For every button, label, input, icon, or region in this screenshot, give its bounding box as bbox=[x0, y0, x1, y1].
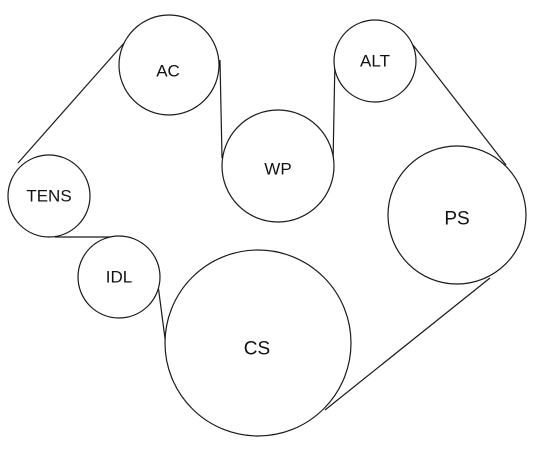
pulley-ps-label: PS bbox=[444, 209, 469, 230]
pulley-idl-label: IDL bbox=[106, 268, 132, 287]
pulley-idl: IDL bbox=[77, 235, 161, 319]
pulley-wp: WP bbox=[221, 109, 335, 223]
belt-segment-tens-ac bbox=[17, 41, 126, 164]
pulley-alt-label: ALT bbox=[360, 52, 390, 71]
belt-segment-ps-cs bbox=[324, 277, 491, 411]
pulley-cs-circle bbox=[164, 249, 352, 437]
pulley-cs: CS bbox=[164, 249, 352, 437]
pulley-ps: PS bbox=[387, 145, 527, 285]
belt-segment-idl-cs bbox=[157, 284, 167, 347]
belt-segment-alt-ps bbox=[412, 44, 507, 166]
pulley-wp-label: WP bbox=[264, 160, 291, 179]
pulley-idl-circle bbox=[77, 235, 161, 319]
pulley-alt-circle bbox=[333, 19, 417, 103]
pulley-tens: TENS bbox=[7, 154, 91, 238]
pulley-cs-label: CS bbox=[244, 339, 270, 360]
pulley-ac: AC bbox=[118, 14, 220, 116]
belt-segment-ac-wp bbox=[219, 59, 223, 159]
pulley-alt: ALT bbox=[333, 19, 417, 103]
belt-segment-wp-alt bbox=[332, 57, 336, 166]
belt bbox=[17, 41, 507, 411]
pulley-ac-label: AC bbox=[156, 62, 180, 81]
pulley-tens-circle bbox=[7, 154, 91, 238]
pulley-tens-label: TENS bbox=[26, 187, 71, 206]
pulley-ps-circle bbox=[387, 145, 527, 285]
pulley-wp-circle bbox=[221, 109, 335, 223]
pulley-ac-circle bbox=[118, 14, 220, 116]
